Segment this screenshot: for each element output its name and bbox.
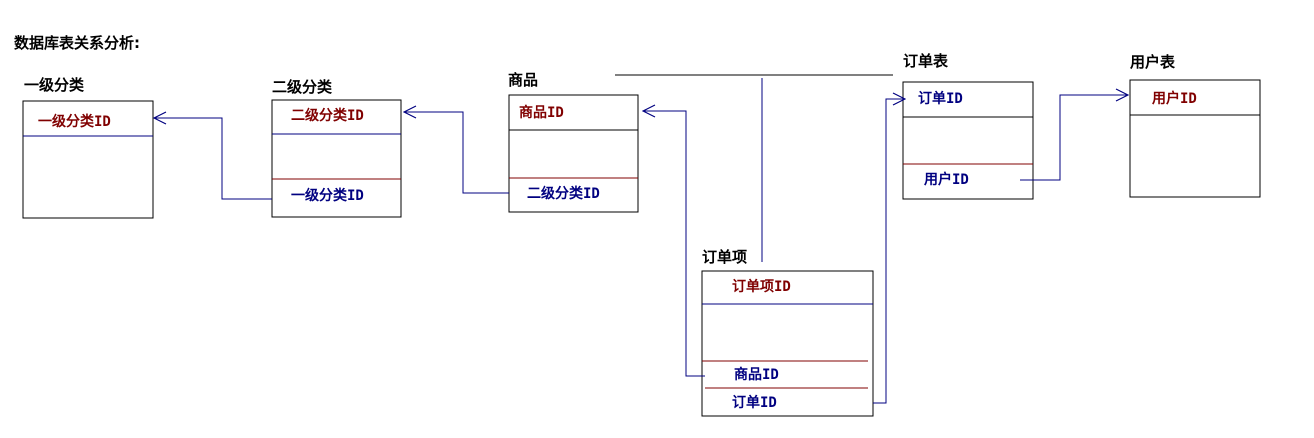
table-user: 用户表 用户ID [1129, 53, 1261, 198]
table-user-pk: 用户ID [1152, 90, 1197, 107]
table-order-box [902, 81, 1034, 200]
table-order-item: 订单项 订单项ID 商品ID 订单ID [701, 248, 874, 417]
table-category2-box [271, 99, 402, 218]
connector-order-to-user [1020, 95, 1128, 181]
table-category2-fk: 一级分类ID [291, 187, 364, 204]
table-order-fk: 用户ID [924, 171, 969, 188]
table-product-box [508, 94, 639, 213]
table-category1-title: 一级分类 [24, 76, 85, 94]
table-order-item-box [701, 270, 874, 417]
table-user-title: 用户表 [1130, 53, 1176, 71]
table-category1: 一级分类 一级分类ID [22, 76, 154, 219]
table-category2-title: 二级分类 [272, 78, 333, 96]
table-product-fk: 二级分类ID [527, 185, 600, 202]
connector-category2-to-category1 [154, 118, 272, 200]
table-category1-box [22, 100, 154, 219]
table-product: 商品 商品ID 二级分类ID [508, 71, 639, 213]
table-category2-pk: 二级分类ID [291, 107, 364, 124]
table-product-title: 商品 [508, 71, 538, 89]
connector-order-item-to-order [873, 99, 905, 404]
table-order-item-fk-product: 商品ID [734, 366, 779, 383]
table-product-pk: 商品ID [519, 104, 564, 121]
connector-product-to-category2 [404, 112, 509, 194]
table-order-pk: 订单ID [918, 90, 963, 107]
table-category1-pk: 一级分类ID [38, 113, 111, 130]
table-order-item-title: 订单项 [702, 248, 747, 266]
connector-order-item-to-product [643, 111, 705, 377]
table-order-item-fk-order: 订单ID [732, 394, 777, 411]
diagram-heading: 数据库表关系分析: [14, 34, 140, 52]
table-order: 订单表 订单ID 用户ID [902, 52, 1034, 200]
table-order-title: 订单表 [903, 52, 949, 70]
table-order-item-pk: 订单项ID [732, 278, 791, 295]
table-user-box [1129, 79, 1261, 198]
table-category2: 二级分类 二级分类ID 一级分类ID [271, 78, 402, 218]
